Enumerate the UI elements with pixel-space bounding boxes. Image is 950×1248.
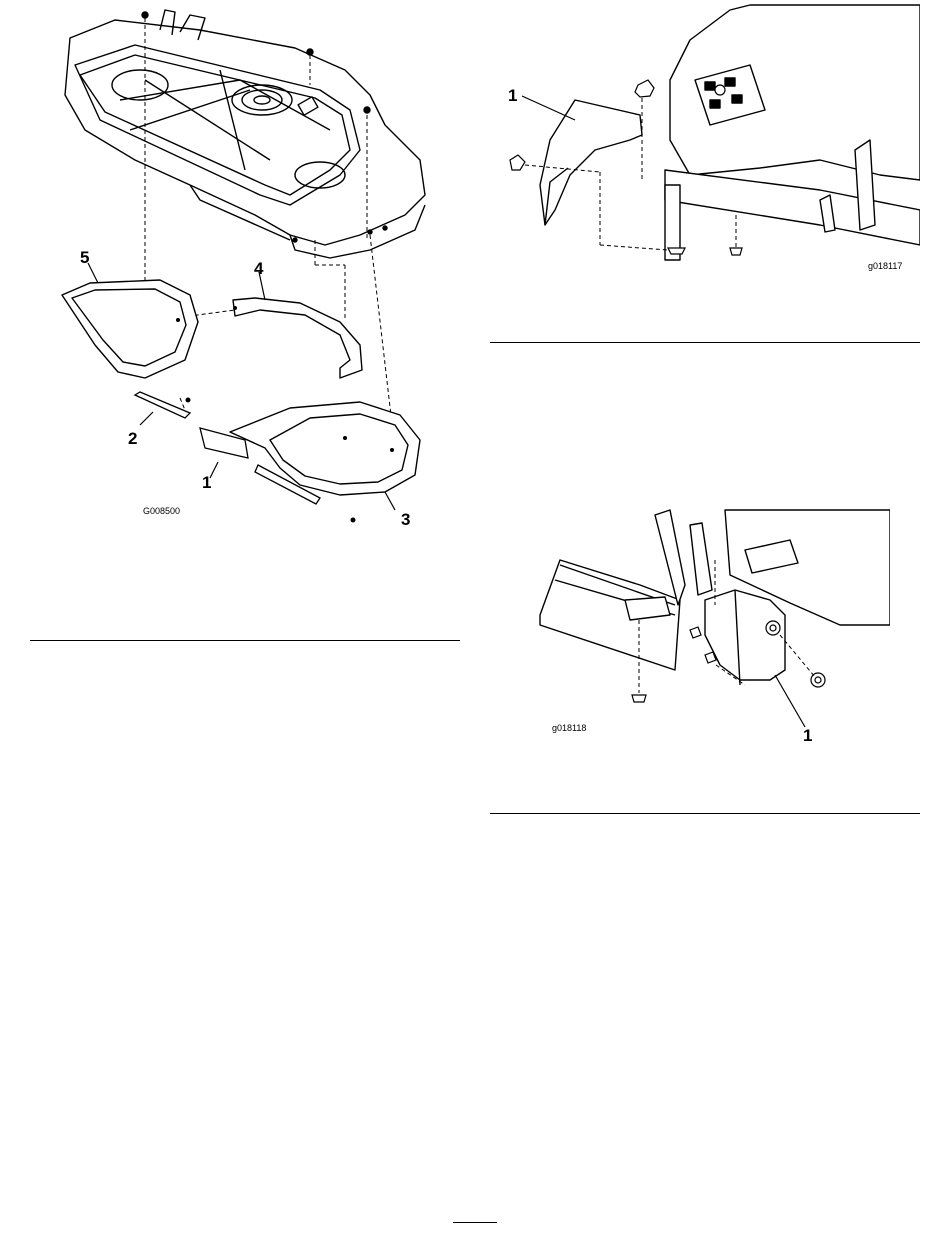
figure-right-baffle-mount	[530, 505, 890, 740]
callout-1-bottom-right: 1	[803, 726, 812, 746]
callout-4: 4	[254, 259, 263, 279]
figure-divider	[30, 640, 460, 641]
left-baffle-illustration	[490, 0, 920, 285]
page-number-rule	[453, 1222, 497, 1223]
figure-code: G008500	[143, 506, 180, 516]
callout-1-top-right: 1	[508, 86, 517, 106]
figure-divider-top-right	[490, 342, 920, 343]
figure-code-bottom-right: g018118	[552, 723, 586, 733]
callout-1: 1	[202, 473, 211, 493]
callout-5: 5	[80, 248, 89, 268]
right-baffle-illustration	[530, 505, 890, 740]
figure-deck-baffles	[40, 0, 460, 540]
deck-exploded-illustration	[40, 0, 460, 540]
figure-code-top-right: g018117	[868, 261, 902, 271]
callout-3: 3	[401, 510, 410, 530]
figure-left-baffle-mount	[490, 0, 920, 285]
figure-divider-bottom-right	[490, 813, 920, 814]
callout-2: 2	[128, 429, 137, 449]
